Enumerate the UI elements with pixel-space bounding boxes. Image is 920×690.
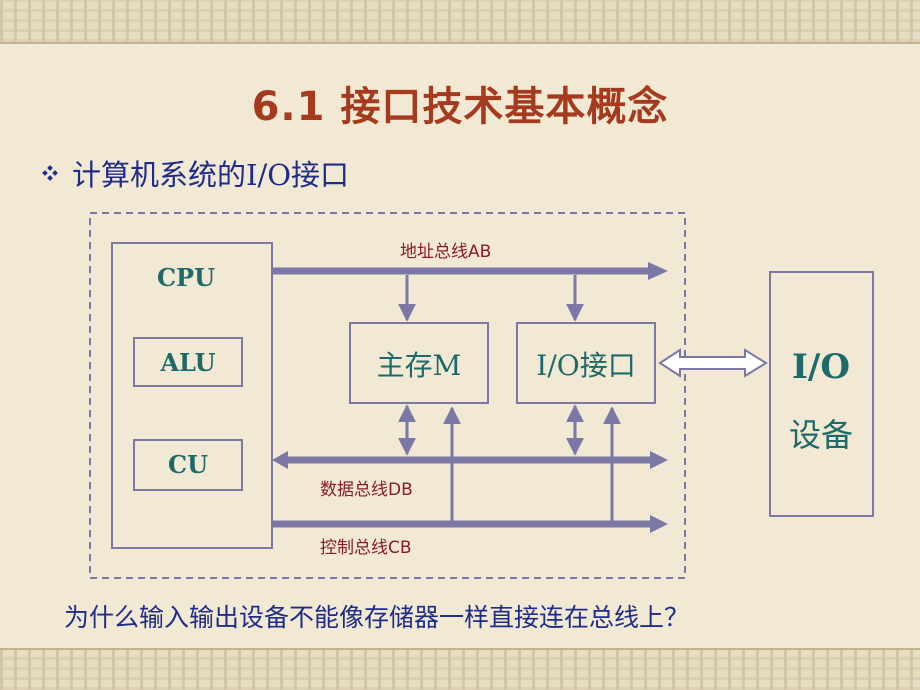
io-device-block xyxy=(769,271,874,517)
io-interface-label: I/O接口 xyxy=(536,349,635,382)
cu-label: CU xyxy=(168,450,208,479)
data-bus-label: 数据总线DB xyxy=(320,480,413,500)
bottom-ornament-border xyxy=(0,650,920,690)
cu-block xyxy=(133,439,243,491)
bottom-ornament-line xyxy=(0,648,920,650)
io-device-label-1: I/O xyxy=(792,347,850,387)
bullet-row: 计算机系统的I/O接口 xyxy=(42,152,349,194)
data-bus-right-arrowhead xyxy=(650,451,668,469)
io-device-label-2: 设备 xyxy=(789,416,853,454)
diamond-bullet-icon xyxy=(42,165,58,181)
top-ornament-border xyxy=(0,0,920,42)
io-interface-block xyxy=(516,322,656,404)
address-bus-label: 地址总线AB xyxy=(400,242,491,262)
data-bus-left-arrowhead xyxy=(272,451,288,469)
alu-block xyxy=(133,337,243,387)
alu-label: ALU xyxy=(159,348,215,377)
cpu-block xyxy=(111,242,273,549)
memory-block xyxy=(349,322,489,404)
question-text: 为什么输入输出设备不能像存储器一样直接连在总线上？ xyxy=(64,603,690,632)
bullet-text: 计算机系统的I/O接口 xyxy=(72,158,350,192)
control-bus-label: 控制总线CB xyxy=(320,538,412,558)
memory-label: 主存M xyxy=(377,349,462,382)
cpu-label: CPU xyxy=(157,263,215,292)
slide-title: 6.1 接口技术基本概念 xyxy=(251,84,669,130)
top-ornament-line xyxy=(0,42,920,44)
address-bus-arrowhead xyxy=(648,262,668,280)
control-bus-arrowhead xyxy=(650,515,668,533)
interface-device-double-arrow xyxy=(658,348,768,378)
